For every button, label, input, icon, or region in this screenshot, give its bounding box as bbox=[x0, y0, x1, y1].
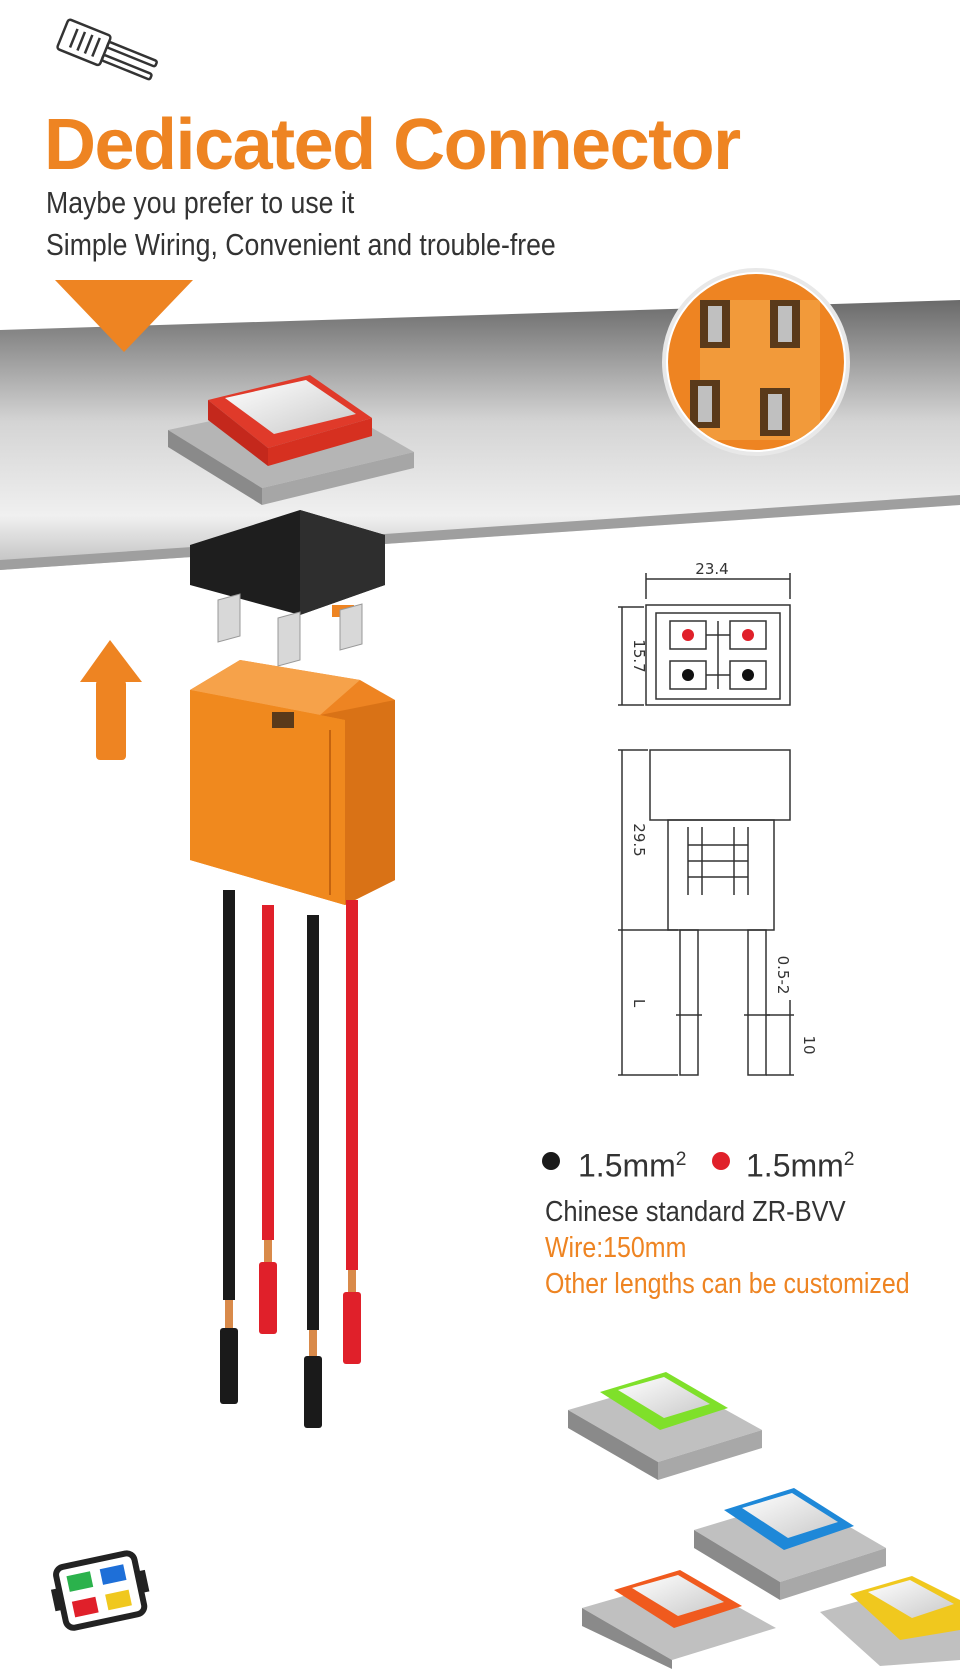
subtitle-line-2: Simple Wiring, Convenient and trouble-fr… bbox=[46, 227, 556, 262]
dim-height: 15.7 bbox=[630, 639, 648, 672]
dim-terminal: 10 bbox=[800, 1035, 818, 1054]
custom-length-note: Other lengths can be customized bbox=[545, 1268, 910, 1300]
arrow-down-icon bbox=[55, 280, 193, 352]
red-dot-icon bbox=[742, 629, 754, 641]
arrow-up-icon bbox=[80, 640, 142, 760]
dim-width: 23.4 bbox=[695, 560, 728, 578]
yellow-switch bbox=[820, 1576, 960, 1666]
wire-length: Wire:150mm bbox=[545, 1232, 687, 1264]
connector-outline-icon bbox=[56, 18, 158, 81]
red-dot-icon bbox=[712, 1152, 730, 1170]
subtitle-line-1: Maybe you prefer to use it bbox=[46, 185, 355, 220]
red-switch-on-panel bbox=[168, 375, 414, 505]
dim-wire-length: L bbox=[630, 999, 648, 1008]
wire-standard: Chinese standard ZR-BVV bbox=[545, 1196, 846, 1228]
page-title: Dedicated Connector bbox=[44, 105, 741, 185]
blue-switch bbox=[694, 1488, 886, 1600]
black-dot-icon bbox=[682, 669, 694, 681]
black-dot-icon bbox=[542, 1152, 560, 1170]
red-wire-spec: 1.5mm2 bbox=[746, 1147, 855, 1184]
red-dot-icon bbox=[682, 629, 694, 641]
black-wire-spec: 1.5mm2 bbox=[578, 1147, 687, 1184]
black-dot-icon bbox=[742, 669, 754, 681]
dimension-drawing: 23.4 15.7 29.5 L 0.5-2 10 bbox=[618, 560, 818, 1076]
brand-logo-icon bbox=[50, 1550, 150, 1631]
orange-switch bbox=[582, 1570, 776, 1669]
dim-body-length: 29.5 bbox=[630, 823, 648, 856]
green-switch bbox=[568, 1372, 762, 1480]
dim-strip: 0.5-2 bbox=[774, 956, 792, 995]
